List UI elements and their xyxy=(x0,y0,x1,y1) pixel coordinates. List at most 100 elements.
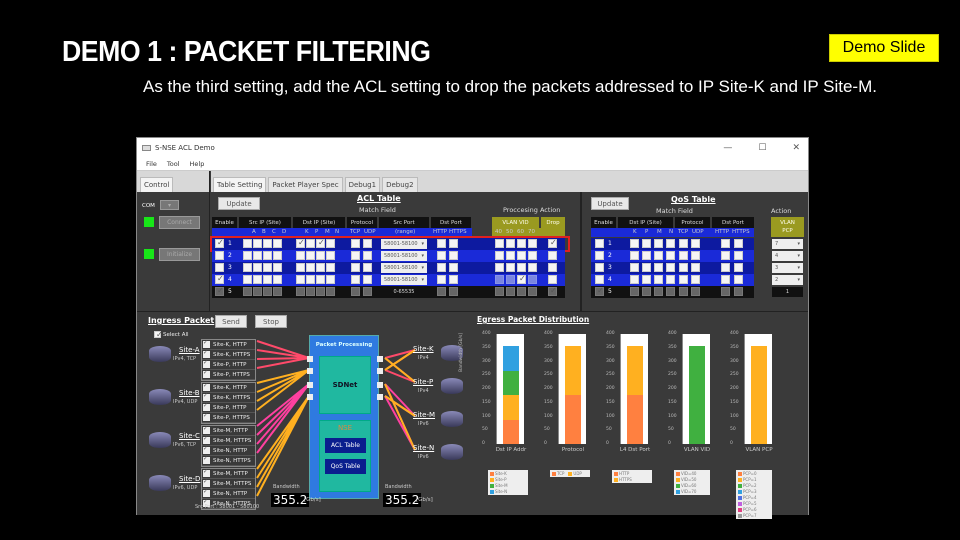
acl-drop-checkbox[interactable] xyxy=(548,251,557,260)
acl-drop-checkbox[interactable] xyxy=(548,238,557,248)
qos-enable-checkbox[interactable] xyxy=(595,275,604,284)
qos-dst-ip-checkbox[interactable] xyxy=(630,239,639,248)
menu-tool[interactable]: Tool xyxy=(166,159,180,168)
connect-button[interactable]: Connect xyxy=(159,216,200,229)
qos-dst-port-checkbox[interactable] xyxy=(734,251,743,260)
qos-dst-ip-checkbox[interactable] xyxy=(630,263,639,272)
acl-dst-ip-checkbox[interactable] xyxy=(296,263,305,272)
acl-vlan-checkbox[interactable] xyxy=(495,239,504,248)
qos-protocol-checkbox[interactable] xyxy=(679,263,688,272)
packet-checkbox-item[interactable]: Site-M, HTTP xyxy=(202,425,255,436)
acl-dst-ip-checkbox[interactable] xyxy=(296,275,305,284)
qos-dst-ip-checkbox[interactable] xyxy=(642,239,651,248)
acl-vlan-checkbox[interactable] xyxy=(528,263,537,272)
acl-dst-port-checkbox[interactable] xyxy=(449,275,458,284)
packet-checkbox-item[interactable]: Site-M, HTTPS xyxy=(202,478,255,489)
qos-dst-port-checkbox[interactable] xyxy=(721,263,730,272)
packet-checkbox-item[interactable]: Site-K, HTTPS xyxy=(202,349,255,360)
acl-vlan-checkbox[interactable] xyxy=(495,263,504,272)
acl-src-ip-checkbox[interactable] xyxy=(263,263,272,272)
acl-protocol-checkbox[interactable] xyxy=(363,239,372,248)
minimize-icon[interactable]: — xyxy=(723,142,733,153)
initialize-button[interactable]: Initialize xyxy=(159,248,200,261)
packet-checkbox-item[interactable]: Site-K, HTTPS xyxy=(202,392,255,403)
qos-dst-ip-checkbox[interactable] xyxy=(666,275,675,284)
qos-protocol-checkbox[interactable] xyxy=(679,251,688,260)
checkbox[interactable] xyxy=(203,349,210,358)
checkbox[interactable] xyxy=(203,412,210,421)
qos-dst-ip-checkbox[interactable] xyxy=(642,275,651,284)
qos-dst-port-checkbox[interactable] xyxy=(734,263,743,272)
acl-dst-ip-checkbox[interactable] xyxy=(326,275,335,284)
checkbox[interactable] xyxy=(203,402,210,411)
acl-dst-ip-checkbox[interactable] xyxy=(296,238,305,248)
checkbox[interactable] xyxy=(203,468,210,477)
checkbox[interactable] xyxy=(203,455,210,464)
acl-dst-ip-checkbox[interactable] xyxy=(306,251,315,260)
acl-dst-port-checkbox[interactable] xyxy=(449,239,458,248)
acl-dst-ip-checkbox[interactable] xyxy=(326,263,335,272)
acl-drop-checkbox[interactable] xyxy=(548,263,557,272)
tab-table-setting[interactable]: Table Setting xyxy=(213,177,267,192)
acl-src-ip-checkbox[interactable] xyxy=(243,275,252,284)
packet-checkbox-item[interactable]: Site-M, HTTPS xyxy=(202,435,255,446)
acl-src-port-select[interactable]: 58001-58100▾ xyxy=(381,263,427,273)
acl-vlan-checkbox[interactable] xyxy=(528,275,537,284)
qos-protocol-checkbox[interactable] xyxy=(679,275,688,284)
acl-vlan-checkbox[interactable] xyxy=(517,274,526,284)
checkbox[interactable] xyxy=(203,392,210,401)
acl-dst-ip-checkbox[interactable] xyxy=(306,275,315,284)
packet-checkbox-item[interactable]: Site-N, HTTPS xyxy=(202,498,255,509)
acl-dst-ip-checkbox[interactable] xyxy=(316,275,325,284)
tab-control[interactable]: Control xyxy=(140,177,174,192)
acl-dst-ip-checkbox[interactable] xyxy=(326,251,335,260)
acl-dst-ip-checkbox[interactable] xyxy=(316,263,325,272)
acl-vlan-checkbox[interactable] xyxy=(506,239,515,248)
com-select[interactable]: ▾ xyxy=(160,200,179,210)
qos-dst-ip-checkbox[interactable] xyxy=(642,263,651,272)
qos-protocol-checkbox[interactable] xyxy=(679,239,688,248)
close-icon[interactable]: ✕ xyxy=(792,142,800,153)
qos-dst-ip-checkbox[interactable] xyxy=(630,251,639,260)
acl-dst-ip-checkbox[interactable] xyxy=(316,251,325,260)
packet-checkbox-item[interactable]: Site-N, HTTPS xyxy=(202,455,255,466)
acl-vlan-checkbox[interactable] xyxy=(517,251,526,260)
checkbox[interactable] xyxy=(203,369,210,378)
acl-dst-ip-checkbox[interactable] xyxy=(306,263,315,272)
acl-src-ip-checkbox[interactable] xyxy=(253,251,262,260)
qos-dst-port-checkbox[interactable] xyxy=(721,275,730,284)
acl-src-port-select[interactable]: 58001-58100▾ xyxy=(381,251,427,261)
packet-checkbox-item[interactable]: Site-P, HTTPS xyxy=(202,412,255,423)
checkbox[interactable] xyxy=(203,478,210,487)
tab-debug1[interactable]: Debug1 xyxy=(344,177,381,192)
acl-protocol-checkbox[interactable] xyxy=(351,263,360,272)
acl-src-ip-checkbox[interactable] xyxy=(243,263,252,272)
acl-vlan-checkbox[interactable] xyxy=(517,263,526,272)
qos-dst-ip-checkbox[interactable] xyxy=(654,263,663,272)
acl-protocol-checkbox[interactable] xyxy=(351,251,360,260)
qos-pcp-select[interactable]: 7▾ xyxy=(772,239,803,249)
acl-vlan-checkbox[interactable] xyxy=(506,275,515,284)
acl-enable-checkbox[interactable] xyxy=(215,263,224,272)
qos-pcp-select[interactable]: 3▾ xyxy=(772,263,803,273)
acl-vlan-checkbox[interactable] xyxy=(506,251,515,260)
qos-protocol-checkbox[interactable] xyxy=(691,263,700,272)
checkbox[interactable] xyxy=(203,488,210,497)
acl-src-ip-checkbox[interactable] xyxy=(263,239,272,248)
qos-dst-port-checkbox[interactable] xyxy=(721,251,730,260)
qos-dst-port-checkbox[interactable] xyxy=(734,239,743,248)
acl-protocol-checkbox[interactable] xyxy=(363,275,372,284)
acl-dst-port-checkbox[interactable] xyxy=(437,251,446,260)
acl-protocol-checkbox[interactable] xyxy=(351,239,360,248)
acl-src-ip-checkbox[interactable] xyxy=(273,275,282,284)
qos-dst-port-checkbox[interactable] xyxy=(721,239,730,248)
acl-update-button[interactable]: Update xyxy=(218,197,260,210)
tab-debug2[interactable]: Debug2 xyxy=(382,177,418,192)
acl-src-ip-checkbox[interactable] xyxy=(273,239,282,248)
checkbox[interactable] xyxy=(203,382,210,391)
checkbox[interactable] xyxy=(203,339,210,348)
qos-dst-ip-checkbox[interactable] xyxy=(654,239,663,248)
acl-src-ip-checkbox[interactable] xyxy=(253,263,262,272)
qos-pcp-select[interactable]: 4▾ xyxy=(772,251,803,261)
qos-dst-ip-checkbox[interactable] xyxy=(642,251,651,260)
